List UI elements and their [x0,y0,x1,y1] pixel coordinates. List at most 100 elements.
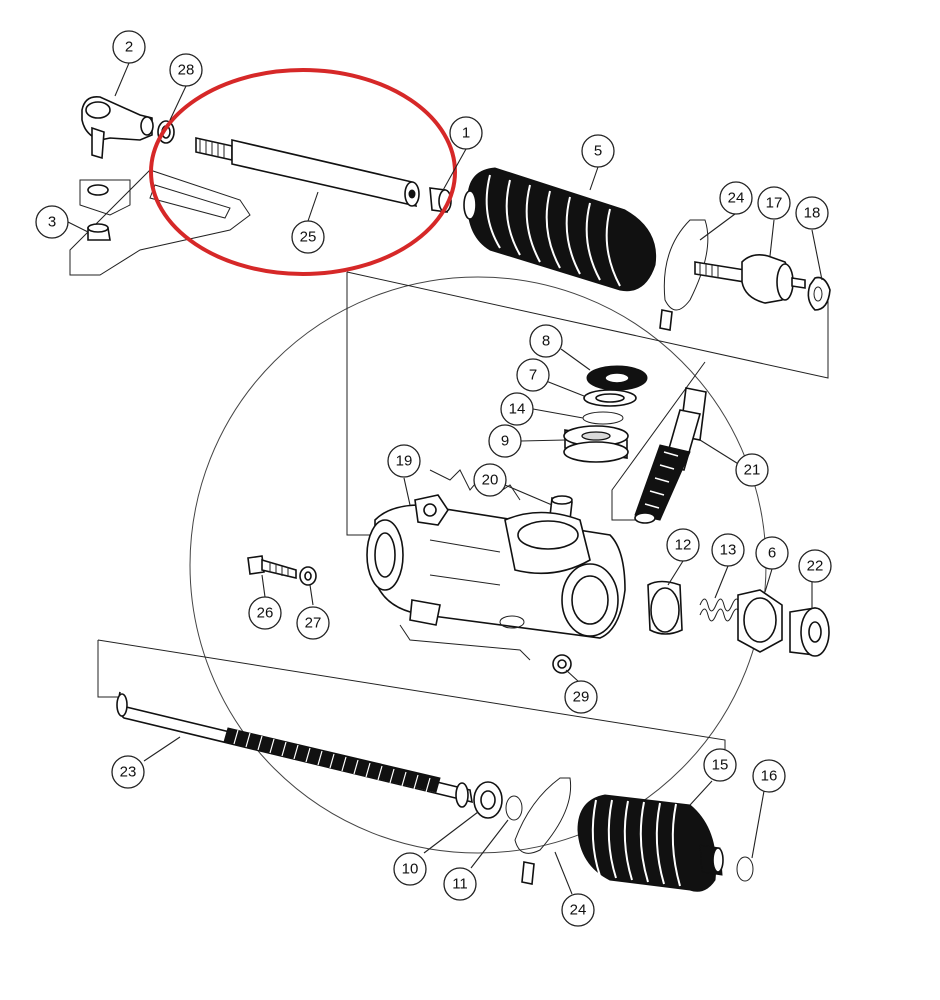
callout-number: 27 [305,615,322,632]
callout-number: 13 [720,542,737,559]
callout-number: 8 [542,333,550,350]
callout-circle [111,755,145,789]
callout-19: 19 [387,444,421,478]
callout-10: 10 [393,852,427,886]
rack-yoke [647,580,683,635]
callout-circle [516,358,550,392]
callout-number: 17 [766,195,783,212]
callout-number: 6 [768,545,776,562]
upper-boot-clamp [659,219,709,331]
callout-circle [387,444,421,478]
callout-number: 19 [396,453,413,470]
pinion-shaft [634,387,707,524]
callout-circle [798,549,832,583]
callout-24b: 24 [561,893,595,927]
rack-snap-ring [505,795,523,821]
callout-circle [795,196,829,230]
callout-circle [735,453,769,487]
callout-circle [248,596,282,630]
inner-tie-rod-joint [694,254,806,304]
callout-20: 20 [473,463,507,497]
callout-8: 8 [529,324,563,358]
callout-circle [719,181,753,215]
callout-27: 27 [296,606,330,640]
callout-circle [500,392,534,426]
callout-circle [443,867,477,901]
callout-number: 25 [300,229,317,246]
adjuster-plug [789,607,830,657]
leader-lines [67,62,823,895]
callout-23: 23 [111,755,145,789]
callout-number: 5 [594,143,602,160]
callout-number: 3 [48,214,56,231]
rack-bushing [473,781,503,819]
callout-number: 21 [744,462,761,479]
callout-number: 15 [712,757,729,774]
frame-bracket [69,169,251,276]
callout-circle [752,759,786,793]
callout-circle [112,30,146,64]
callout-28: 28 [169,53,203,87]
callout-15: 15 [703,748,737,782]
callout-6: 6 [755,536,789,570]
callout-1: 1 [449,116,483,150]
callout-number: 23 [120,764,137,781]
callout-circle [169,53,203,87]
callout-29: 29 [564,680,598,714]
tie-rod [195,137,420,208]
callout-16: 16 [752,759,786,793]
callout-26: 26 [248,596,282,630]
callout-circle [711,533,745,567]
callout-13: 13 [711,533,745,567]
callout-circle [393,852,427,886]
adjuster-lock-nut [737,589,783,653]
yoke-spring [699,598,741,622]
callout-11: 11 [443,867,477,901]
callout-number: 12 [675,537,692,554]
rack-housing [366,469,626,661]
callout-21: 21 [735,453,769,487]
callout-circle [291,220,325,254]
retaining-ring [807,276,831,311]
callout-circle [561,893,595,927]
callout-number: 9 [501,433,509,450]
callout-number: 28 [178,62,195,79]
callout-number: 2 [125,39,133,56]
spacer-ring [583,389,637,407]
pinion-seal [586,365,648,391]
callout-circle [529,324,563,358]
callout-circle [488,424,522,458]
callout-3: 3 [35,205,69,239]
callout-25: 25 [291,220,325,254]
callout-circle [564,680,598,714]
steering-rack [116,691,473,808]
highlight-ellipse [149,68,457,276]
callout-circle [473,463,507,497]
callout-24a: 24 [719,181,753,215]
callout-number: 24 [728,190,745,207]
callout-number: 18 [804,205,821,222]
callout-number: 14 [509,401,526,418]
callout-number: 1 [462,125,470,142]
lower-retaining-ring [736,856,754,882]
callout-circle [755,536,789,570]
callout-circle [757,186,791,220]
callout-18: 18 [795,196,829,230]
callout-number: 22 [807,558,824,575]
callout-5: 5 [581,134,615,168]
callout-number: 26 [257,605,274,622]
upper-bellows-boot [463,167,657,292]
callout-9: 9 [488,424,522,458]
callout-circle [35,205,69,239]
callout-circle [666,528,700,562]
mounting-bolt [247,555,297,580]
tie-rod-end [81,95,154,196]
callout-circle [449,116,483,150]
callout-circle [581,134,615,168]
tie-rod-insert [429,187,452,213]
snap-ring [582,411,624,425]
callout-number: 16 [761,768,778,785]
callout-17: 17 [757,186,791,220]
